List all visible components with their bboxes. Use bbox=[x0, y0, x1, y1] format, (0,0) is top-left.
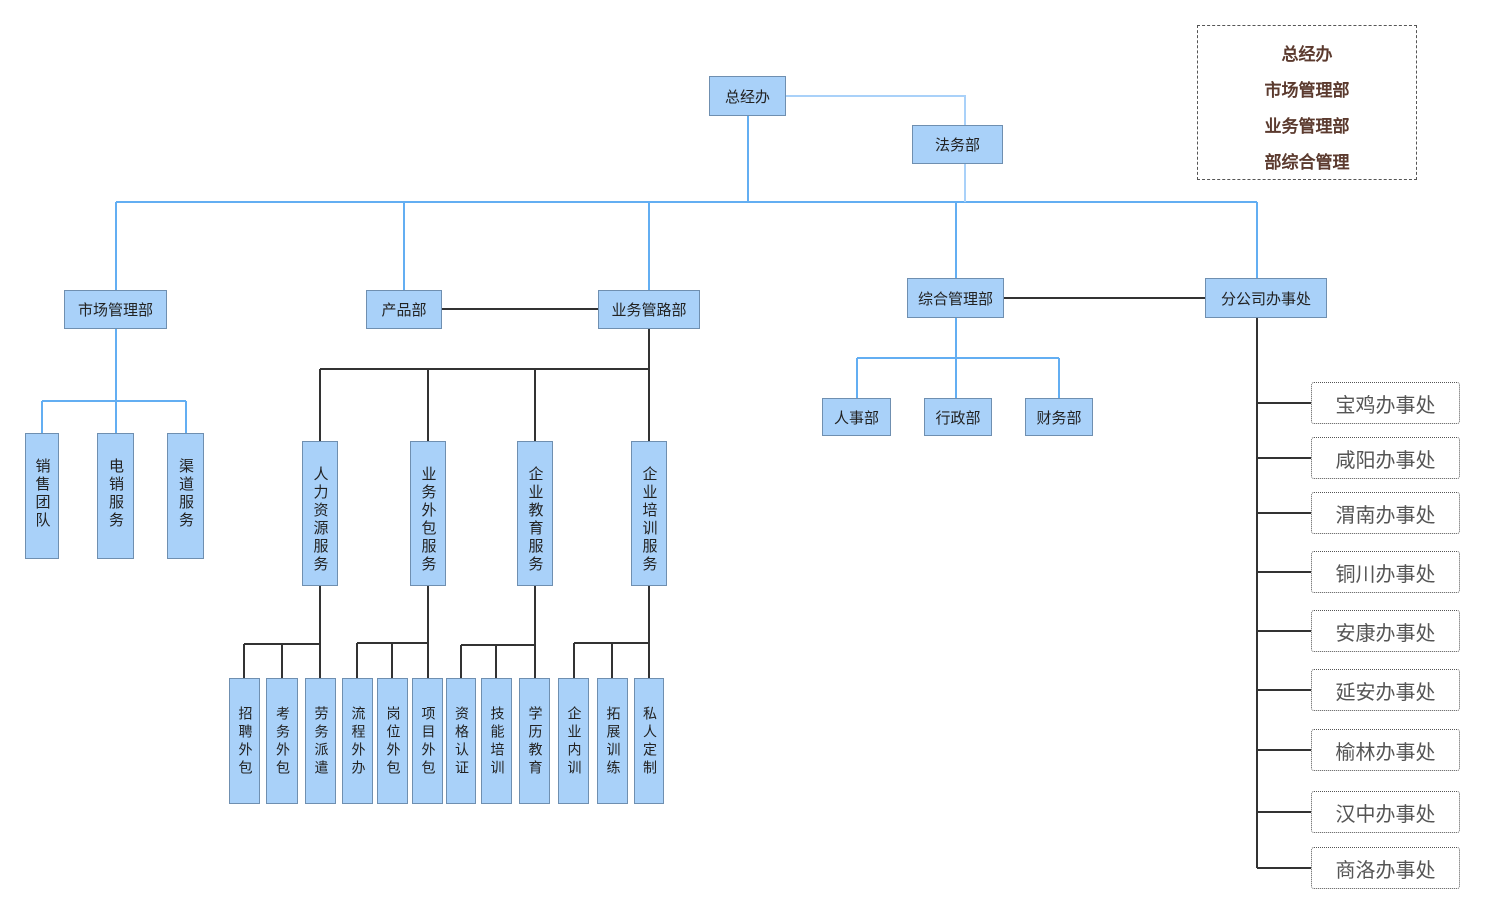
node-labor-dispatch[interactable]: 劳务派遣 bbox=[305, 678, 336, 804]
node-admin-office[interactable]: 行政部 bbox=[924, 398, 992, 436]
node-internal-training[interactable]: 企业内训 bbox=[558, 678, 589, 804]
node-certification[interactable]: 资格认证 bbox=[446, 678, 476, 804]
node-outward-training[interactable]: 拓展训练 bbox=[597, 678, 628, 804]
node-sales-team[interactable]: 销售团队 bbox=[25, 433, 59, 559]
node-degree-education[interactable]: 学历教育 bbox=[519, 678, 550, 804]
node-post-outsourcing[interactable]: 岗位外包 bbox=[377, 678, 408, 804]
legend-item: 部综合管理 bbox=[1264, 153, 1350, 173]
node-outsourcing-service[interactable]: 业务外包服务 bbox=[410, 441, 446, 586]
node-hr-service[interactable]: 人力资源服务 bbox=[302, 441, 338, 586]
legend-item: 总经办 bbox=[1281, 45, 1333, 65]
node-branch-office[interactable]: 分公司办事处 bbox=[1205, 278, 1327, 318]
node-skill-training[interactable]: 技能培训 bbox=[481, 678, 512, 804]
office-yanan[interactable]: 延安办事处 bbox=[1311, 669, 1460, 711]
node-tele-sales[interactable]: 电销服务 bbox=[97, 433, 134, 559]
office-yulin[interactable]: 榆林办事处 bbox=[1311, 729, 1460, 771]
office-weinan[interactable]: 渭南办事处 bbox=[1311, 492, 1460, 534]
node-admin-dept[interactable]: 综合管理部 bbox=[907, 278, 1004, 318]
node-market-dept[interactable]: 市场管理部 bbox=[64, 290, 167, 329]
office-shangluo[interactable]: 商洛办事处 bbox=[1311, 847, 1460, 889]
node-process-outsourcing[interactable]: 流程外办 bbox=[342, 678, 373, 804]
office-hanzhong[interactable]: 汉中办事处 bbox=[1311, 791, 1460, 833]
node-product-dept[interactable]: 产品部 bbox=[366, 290, 442, 329]
node-project-outsourcing[interactable]: 项目外包 bbox=[412, 678, 443, 804]
node-recruit-outsourcing[interactable]: 招聘外包 bbox=[229, 678, 260, 804]
node-hr-dept[interactable]: 人事部 bbox=[822, 398, 891, 436]
node-finance-dept[interactable]: 财务部 bbox=[1025, 398, 1093, 436]
connector-line bbox=[786, 95, 966, 125]
office-tongchuan[interactable]: 铜川办事处 bbox=[1311, 551, 1460, 593]
node-general-office[interactable]: 总经办 bbox=[709, 76, 786, 116]
node-legal-dept[interactable]: 法务部 bbox=[912, 125, 1003, 164]
node-training-service[interactable]: 企业培训服务 bbox=[631, 441, 667, 586]
node-business-dept[interactable]: 业务管路部 bbox=[598, 290, 700, 329]
office-baoji[interactable]: 宝鸡办事处 bbox=[1311, 382, 1460, 424]
node-channel-service[interactable]: 渠道服务 bbox=[167, 433, 204, 559]
node-education-service[interactable]: 企业教育服务 bbox=[517, 441, 553, 586]
legend-item: 业务管理部 bbox=[1264, 117, 1350, 137]
office-ankang[interactable]: 安康办事处 bbox=[1311, 610, 1460, 652]
node-custom-training[interactable]: 私人定制 bbox=[634, 678, 664, 804]
legend-item: 市场管理部 bbox=[1264, 81, 1350, 101]
office-xianyang[interactable]: 咸阳办事处 bbox=[1311, 437, 1460, 479]
node-exam-outsourcing[interactable]: 考务外包 bbox=[266, 678, 298, 804]
legend-box: 总经办 市场管理部 业务管理部 部综合管理 bbox=[1197, 25, 1417, 180]
